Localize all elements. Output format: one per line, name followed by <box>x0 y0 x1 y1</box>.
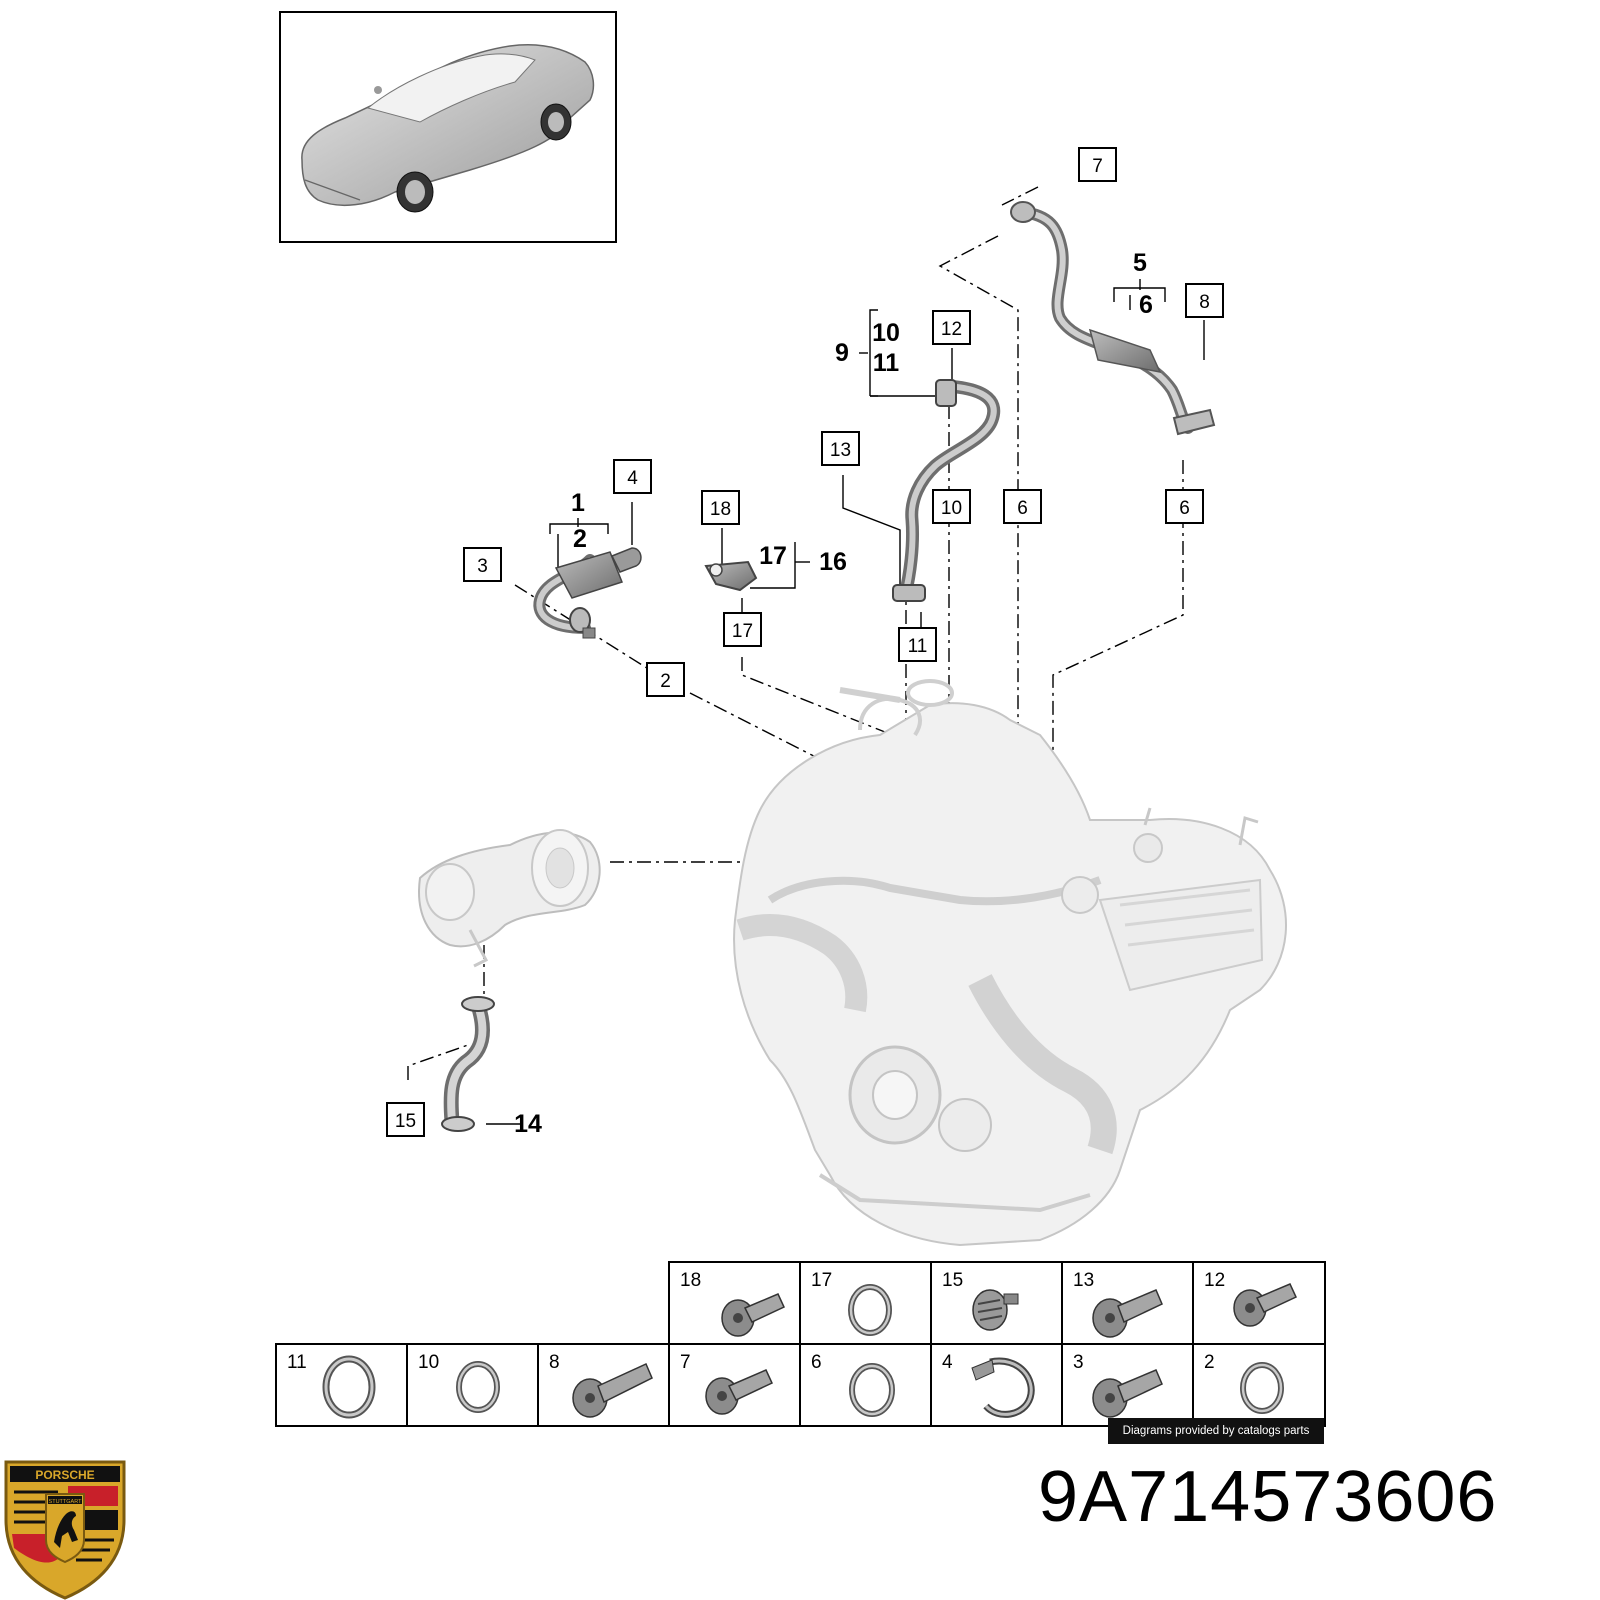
label-5: 5 <box>1133 249 1147 277</box>
callout-13: 13 <box>821 431 860 466</box>
part-pipe-1 <box>533 547 642 639</box>
label-16: 16 <box>819 548 847 576</box>
cell-number-2: 2 <box>1204 1352 1215 1373</box>
o-ring-icon <box>322 1355 376 1419</box>
bolt-icon <box>705 1369 773 1415</box>
label-9: 9 <box>835 339 849 367</box>
cell-number-4: 4 <box>942 1352 953 1373</box>
bolt-icon <box>1092 1369 1163 1418</box>
callout-8-label: 8 <box>1199 292 1210 313</box>
callout-4-label: 4 <box>627 468 638 489</box>
part-sensor-16 <box>704 560 758 592</box>
callout-3-label: 3 <box>477 556 488 577</box>
cell-number-17: 17 <box>811 1270 832 1291</box>
bolt-icon <box>721 1293 785 1337</box>
logo-city-text: STUTTGART <box>49 1499 83 1505</box>
callout-4: 4 <box>613 459 652 494</box>
label-14: 14 <box>514 1110 542 1138</box>
engine-block <box>733 679 1287 1247</box>
cell-number-8: 8 <box>549 1352 560 1373</box>
label-1: 1 <box>571 489 585 517</box>
bold-labels: 5 6 10 11 9 1 2 17 16 14 <box>514 249 1153 1138</box>
cell-number-10: 10 <box>418 1352 439 1373</box>
porsche-crest-logo: PORSCHE STUTTGART <box>4 1460 126 1600</box>
callout-10-label: 10 <box>941 498 962 519</box>
o-ring-icon <box>849 1363 895 1417</box>
callout-18: 18 <box>701 490 740 525</box>
callout-8: 8 <box>1185 283 1224 318</box>
callout-13-label: 13 <box>830 440 851 461</box>
callout-15-label: 15 <box>395 1111 416 1132</box>
part-oil-line-7 <box>1010 201 1216 436</box>
callout-11-label: 11 <box>908 636 928 657</box>
callout-6-left: 6 <box>1003 489 1042 524</box>
credit-banner: Diagrams provided by catalogs parts <box>1108 1418 1324 1444</box>
callout-6-right: 6 <box>1165 489 1204 524</box>
callout-3: 3 <box>463 547 502 582</box>
cell-number-6: 6 <box>811 1352 822 1373</box>
bolt-icon <box>572 1362 653 1418</box>
callout-12: 12 <box>932 310 971 345</box>
callout-7-label: 7 <box>1092 156 1103 177</box>
callout-6-right-label: 6 <box>1179 498 1190 519</box>
part-coolant-pipe-9 <box>892 379 1001 602</box>
clamp-icon <box>971 1357 1035 1418</box>
turbocharger <box>418 829 601 968</box>
callout-10: 10 <box>932 489 971 524</box>
label-17: 17 <box>759 542 787 570</box>
cell-number-3: 3 <box>1073 1352 1084 1373</box>
o-ring-icon <box>848 1284 892 1336</box>
label-11: 11 <box>873 349 900 377</box>
callout-7: 7 <box>1078 147 1117 182</box>
bolt-icon <box>1092 1289 1163 1338</box>
label-2: 2 <box>573 525 587 553</box>
callout-17-label: 17 <box>732 621 753 642</box>
parts-table-top: 18 17 15 13 12 <box>668 1261 1326 1345</box>
cell-number-7: 7 <box>680 1352 691 1373</box>
plug-icon <box>972 1289 1019 1331</box>
callout-11: 11 <box>898 627 937 662</box>
callout-6-left-label: 6 <box>1017 498 1028 519</box>
cell-number-15: 15 <box>942 1270 963 1291</box>
part-number: 9A714573606 <box>1038 1457 1498 1537</box>
callout-12-label: 12 <box>941 319 962 340</box>
parts-table-bottom: 11 10 8 7 6 4 3 2 <box>275 1343 1326 1427</box>
cell-number-13: 13 <box>1073 1270 1094 1291</box>
cell-number-12: 12 <box>1204 1270 1225 1291</box>
car-illustration <box>301 44 595 213</box>
o-ring-icon <box>456 1361 500 1413</box>
callout-2: 2 <box>646 662 685 697</box>
callout-2-label: 2 <box>660 671 671 692</box>
callout-15: 15 <box>386 1102 425 1137</box>
vehicle-overview <box>279 11 617 243</box>
cell-number-18: 18 <box>680 1270 701 1291</box>
logo-brand-text: PORSCHE <box>35 1468 94 1482</box>
label-10: 10 <box>872 319 900 347</box>
label-6: 6 <box>1139 291 1153 319</box>
cell-number-11: 11 <box>287 1352 307 1373</box>
part-pipe-14 <box>441 996 495 1132</box>
callout-17: 17 <box>723 612 762 647</box>
callout-18-label: 18 <box>710 499 731 520</box>
bolt-icon <box>1233 1283 1297 1327</box>
o-ring-icon <box>1240 1362 1284 1414</box>
